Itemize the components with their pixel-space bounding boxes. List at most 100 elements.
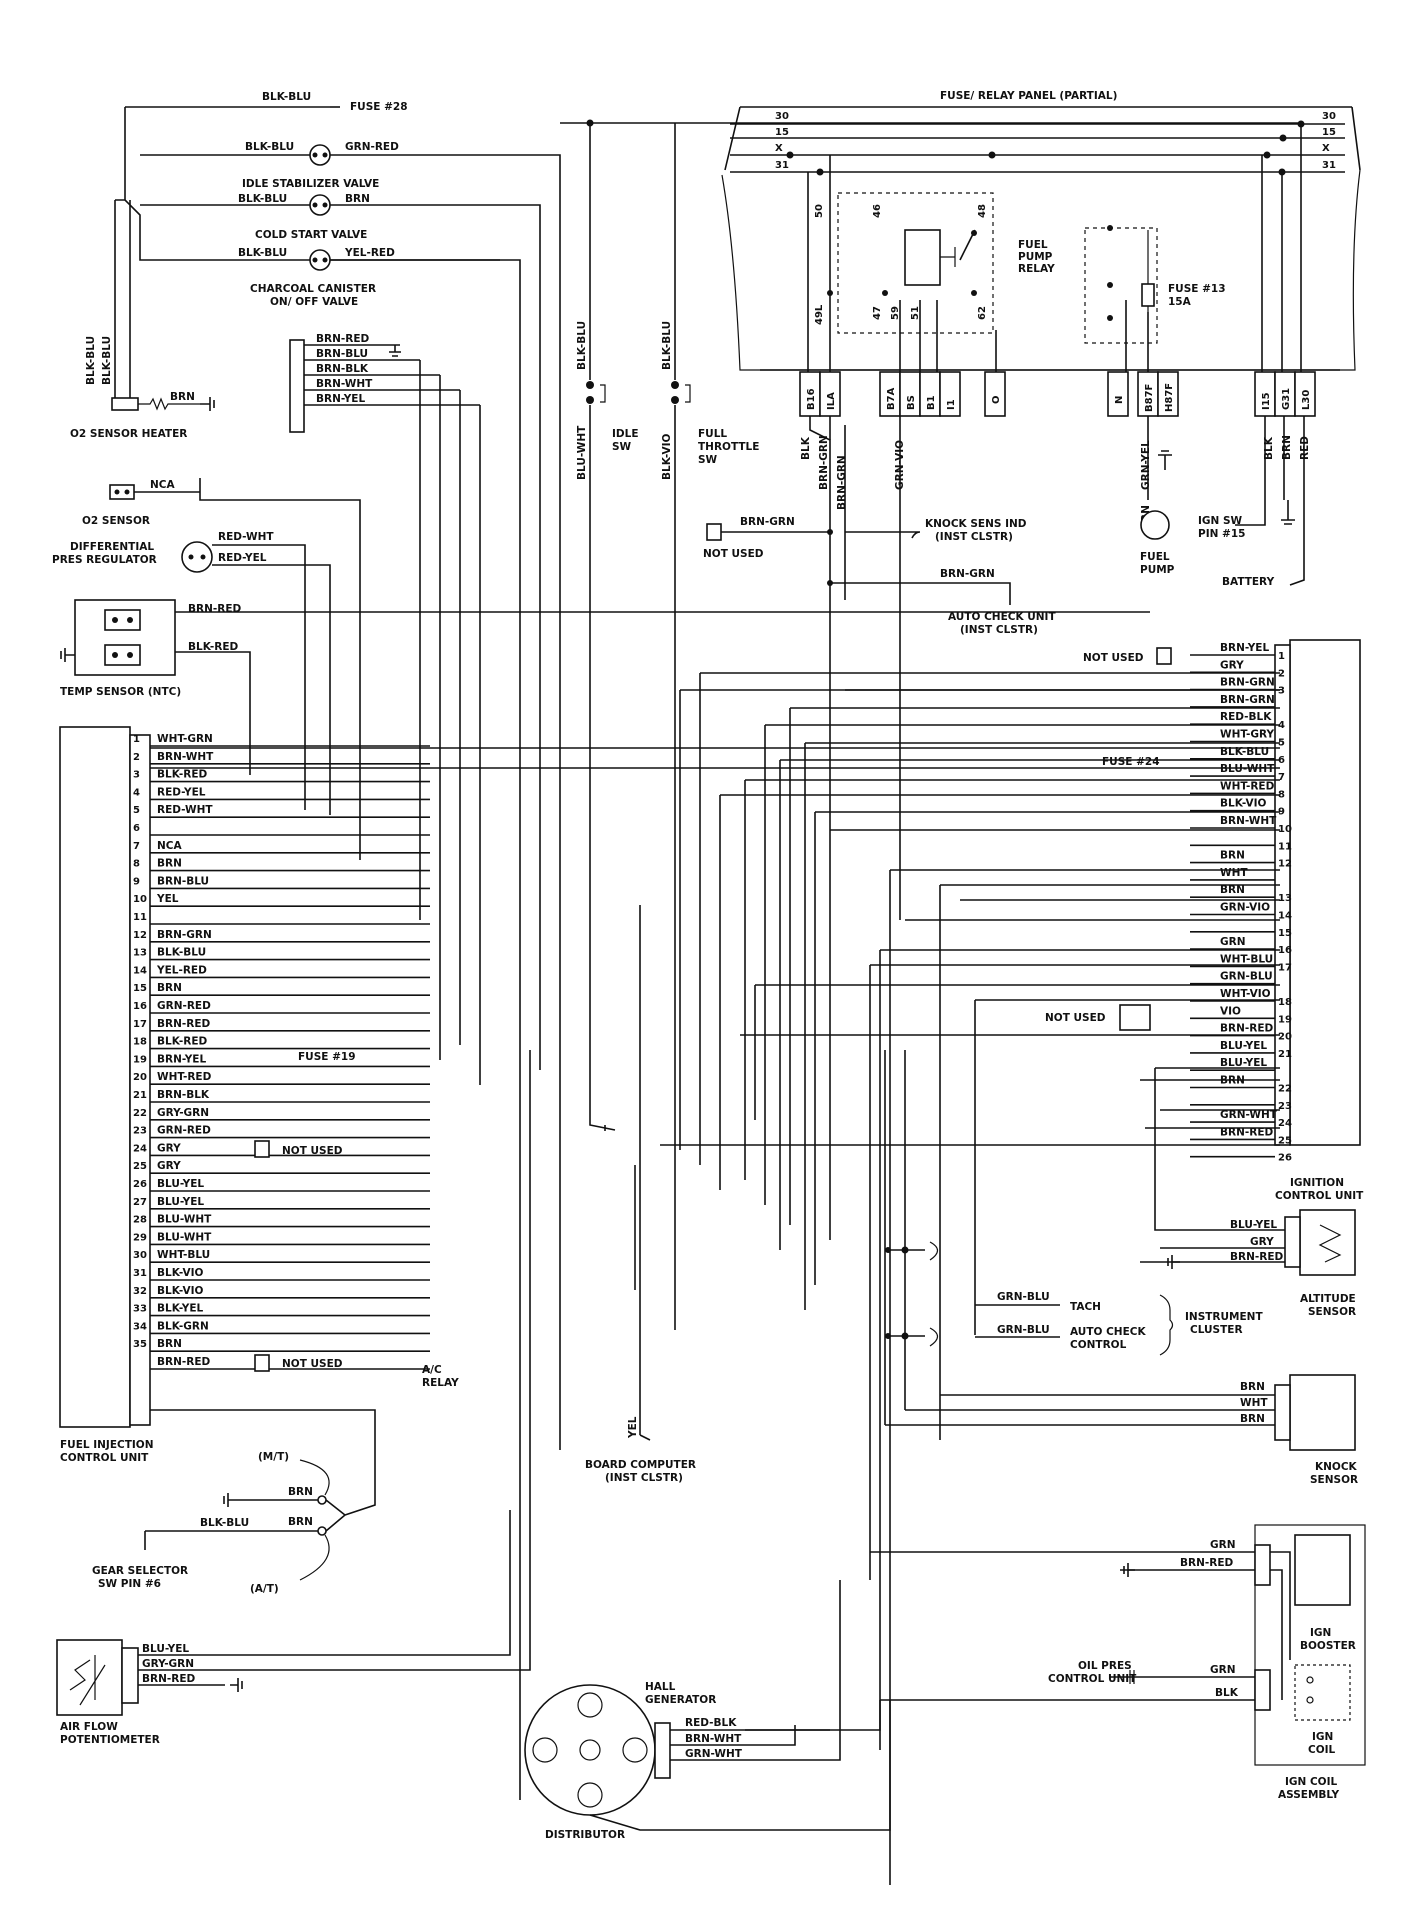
fi-pin-number: 28 <box>133 1215 147 1226</box>
icu-pin-wire: WHT-RED <box>1220 780 1275 792</box>
fi-pin-wire: BRN <box>157 982 182 994</box>
idle-sw-label: IDLE <box>612 428 639 440</box>
fi-pin-number: 33 <box>133 1304 147 1315</box>
fuel-pump-symbol <box>1140 510 1170 540</box>
fi-pin-number: 13 <box>133 948 147 959</box>
fi-pin-number: 34 <box>133 1321 147 1332</box>
svg-text:50: 50 <box>814 204 825 218</box>
fi-pin-number: 17 <box>133 1019 147 1030</box>
svg-text:49L: 49L <box>814 304 825 325</box>
icu-pin-number: 13 <box>1278 893 1292 904</box>
icu-pin-wire: BLU-WHT <box>1220 763 1275 775</box>
fi-pin-number: 35 <box>133 1339 147 1350</box>
bottom-left: YEL BOARD COMPUTER (INST CLSTR) (M/T) BR… <box>56 905 696 1746</box>
svg-text:BRN-WHT: BRN-WHT <box>685 1733 742 1745</box>
svg-text:BRN: BRN <box>288 1516 313 1528</box>
svg-text:GRN: GRN <box>1210 1664 1236 1676</box>
fi-unit-name: FUEL INJECTION <box>60 1439 153 1451</box>
svg-text:BLK-VIO: BLK-VIO <box>661 433 673 480</box>
canister-label: CHARCOAL CANISTER <box>250 283 376 295</box>
icu-pin-row: 23 <box>1190 1101 1292 1112</box>
icu-pin-number: 22 <box>1278 1084 1292 1095</box>
fi-pin-wire: BRN-YEL <box>157 1053 206 1065</box>
icu-pin-row: 15 <box>1190 928 1292 939</box>
fi-pin-number: 2 <box>133 752 140 763</box>
altitude-sensor: BLU-YEL GRY BRN-RED ALTITUDE SENSOR <box>1140 1209 1356 1318</box>
fi-pin-number: 22 <box>133 1108 147 1119</box>
fuse-28-label: FUSE #28 <box>350 101 408 113</box>
fi-pin-number: 4 <box>133 787 140 798</box>
knock-sens-ind: KNOCK SENS IND <box>925 518 1027 530</box>
icu-pin-number: 5 <box>1278 738 1285 749</box>
svg-text:B87F: B87F <box>1144 384 1155 412</box>
svg-text:BRN-WHT: BRN-WHT <box>316 378 373 390</box>
fi-pin-wire: YEL <box>156 893 179 905</box>
icu-pin-number: 16 <box>1278 945 1292 956</box>
fi-pin-wire: GRN-RED <box>157 1000 211 1012</box>
ign-booster-label: IGN <box>1310 1627 1331 1639</box>
fi-pin-wire: BRN-GRN <box>157 929 212 941</box>
fuse-24-label: FUSE #24 <box>1102 756 1160 768</box>
icu-pin-wire: BRN <box>1220 884 1245 896</box>
svg-text:I15: I15 <box>1261 392 1272 410</box>
fi-pin-wire: GRY <box>157 1160 181 1172</box>
svg-text:BLK-BLU: BLK-BLU <box>262 91 311 103</box>
bus-30-right: 30 <box>1322 111 1336 122</box>
fuse-13-amps: 15A <box>1168 296 1192 308</box>
svg-text:POTENTIOMETER: POTENTIOMETER <box>60 1734 160 1746</box>
fi-pin-number: 24 <box>133 1143 147 1154</box>
svg-text:BRN-BLU: BRN-BLU <box>316 348 368 360</box>
svg-text:BLK-BLU: BLK-BLU <box>85 336 97 385</box>
svg-text:GRN-YEL: GRN-YEL <box>1140 440 1152 490</box>
fi-pin-row: BRN-RED <box>150 1356 430 1370</box>
svg-text:BLU-YEL: BLU-YEL <box>1230 1219 1277 1231</box>
icu-pin-number: 18 <box>1278 997 1292 1008</box>
fi-pin-number: 26 <box>133 1179 147 1190</box>
distributor-label: DISTRIBUTOR <box>545 1829 625 1841</box>
svg-text:62: 62 <box>977 306 988 320</box>
fi-pin-wire: WHT-GRN <box>157 733 213 745</box>
bus-15-right: 15 <box>1322 127 1336 138</box>
fi-pin-number: 14 <box>133 965 147 976</box>
icu-pin-row: 11 <box>1190 841 1292 852</box>
svg-text:B1: B1 <box>926 395 937 410</box>
svg-text:I1: I1 <box>946 399 957 410</box>
fi-pin-number: 27 <box>133 1197 147 1208</box>
svg-text:GENERATOR: GENERATOR <box>645 1694 716 1706</box>
icu-pin-number: 10 <box>1278 824 1292 835</box>
svg-text:B7A: B7A <box>886 387 897 410</box>
not-used-top: NOT USED <box>703 548 764 560</box>
fi-pin-wire: RED-WHT <box>157 804 213 816</box>
svg-text:THROTTLE: THROTTLE <box>698 441 759 453</box>
svg-text:ILA: ILA <box>826 392 837 410</box>
fuse-relay-panel: FUSE/ RELAY PANEL (PARTIAL) 30 15 X 31 3… <box>721 90 1361 417</box>
svg-text:N: N <box>1114 396 1125 404</box>
icu-pin-wire: BLU-YEL <box>1220 1057 1267 1069</box>
icu-pin-number: 12 <box>1278 859 1292 870</box>
full-throttle-label: FULL <box>698 428 727 440</box>
icu-pin-number: 4 <box>1278 720 1285 731</box>
icu-not-used-2: NOT USED <box>1045 1012 1106 1024</box>
bus-30-left: 30 <box>775 111 789 122</box>
instrument-cluster-label: INSTRUMENT <box>1185 1311 1263 1323</box>
svg-text:H87F: H87F <box>1164 383 1175 412</box>
fi-pin-wire: BLU-WHT <box>157 1231 212 1243</box>
svg-text:GRY: GRY <box>1250 1236 1274 1248</box>
fi-pin-number: 6 <box>133 823 140 834</box>
svg-text:CLUSTER: CLUSTER <box>1190 1324 1243 1336</box>
ign-sw-label: IGN SW <box>1198 515 1243 527</box>
bus-15-left: 15 <box>775 127 789 138</box>
